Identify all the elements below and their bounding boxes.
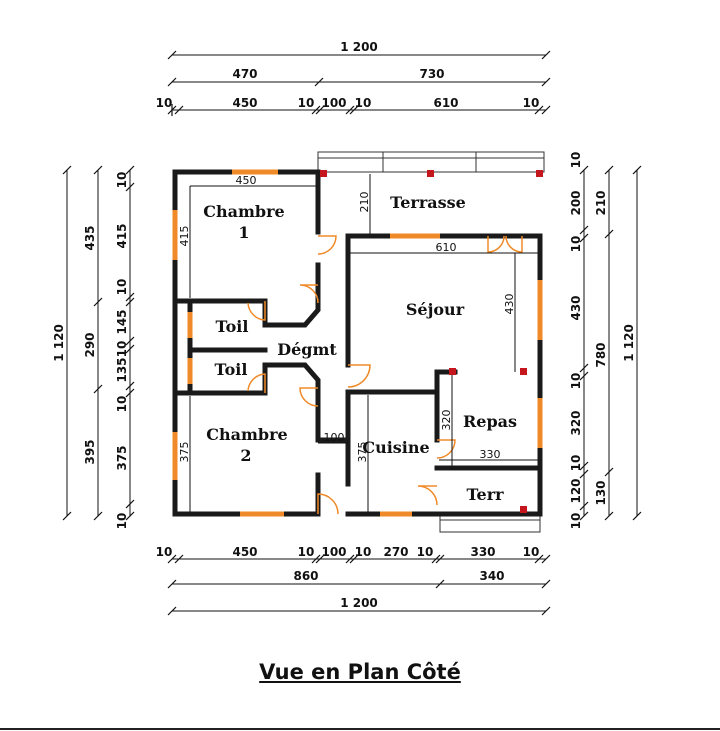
inner-dim-label: 415 [178, 226, 191, 247]
inner-dimensions: 450 415 210 610 430 100 375 375 320 330 [178, 174, 538, 512]
inner-dim-label: 430 [503, 294, 516, 315]
inner-dim-label: 610 [436, 241, 457, 254]
top-detail-label: 610 [433, 96, 458, 110]
bottom-detail-label: 270 [383, 545, 408, 559]
left-part-label: 290 [83, 332, 97, 357]
door-swing [417, 485, 438, 506]
door-swing [317, 235, 337, 255]
column-marker [520, 368, 527, 375]
top-part-label: 470 [232, 67, 257, 81]
column-marker [449, 368, 456, 375]
door-swing [505, 235, 523, 253]
left-detail-label: 10 [115, 341, 129, 358]
room-toil: Toil [216, 317, 249, 336]
inner-dim-label: 210 [358, 192, 371, 213]
inner-dim-label: 330 [480, 448, 501, 461]
right-detail-label: 10 [569, 513, 583, 530]
door-swing [247, 301, 266, 321]
left-total-label: 1 120 [52, 324, 66, 362]
inner-dim-label: 375 [178, 442, 191, 463]
left-detail-label: 10 [115, 172, 129, 189]
right-detail-label: 430 [569, 295, 583, 320]
door-swing [317, 493, 339, 515]
top-detail-label: 10 [355, 96, 372, 110]
plan-title: Vue en Plan Côté [259, 660, 461, 684]
bottom-detail-label: 10 [417, 545, 434, 559]
room-repas: Repas [463, 412, 517, 431]
left-part-label: 395 [83, 439, 97, 464]
column-marker [427, 170, 434, 177]
windows [172, 169, 543, 517]
right-part-label: 780 [594, 342, 608, 367]
room-chambre-1-number: 1 [238, 223, 249, 242]
columns [320, 170, 543, 513]
bottom-rule [0, 728, 720, 730]
right-detail-label: 10 [569, 152, 583, 169]
top-part-label: 730 [419, 67, 444, 81]
top-detail-label: 100 [321, 96, 346, 110]
column-marker [320, 170, 327, 177]
bottom-detail-label: 10 [298, 545, 315, 559]
right-part-label: 210 [594, 190, 608, 215]
room-chambre-2-number: 2 [240, 446, 251, 465]
right-part-label: 130 [594, 480, 608, 505]
left-detail-label: 145 [115, 309, 129, 334]
inner-dim-label: 100 [324, 431, 345, 444]
left-detail-label: 135 [115, 357, 129, 382]
bottom-detail-label: 10 [523, 545, 540, 559]
right-detail-label: 10 [569, 455, 583, 472]
inner-dim-label: 320 [440, 410, 453, 431]
room-sejour: Séjour [406, 300, 465, 319]
room-labels: Chambre 1 Toil Toil Dégmt Chambre 2 Terr… [203, 193, 517, 504]
doors [247, 235, 523, 515]
room-terr: Terr [466, 485, 504, 504]
door-swing [436, 439, 456, 459]
right-detail-label: 320 [569, 410, 583, 435]
top-detail-label: 450 [232, 96, 257, 110]
right-detail-label: 10 [569, 373, 583, 390]
top-detail-label: 10 [156, 96, 173, 110]
bottom-detail-label: 100 [321, 545, 346, 559]
left-part-label: 435 [83, 225, 97, 250]
top-total-label: 1 200 [340, 40, 378, 54]
room-toil: Toil [215, 360, 248, 379]
left-detail-label: 415 [115, 223, 129, 248]
door-swing [299, 387, 319, 407]
door-swing [247, 373, 266, 393]
bottom-detail-label: 10 [355, 545, 372, 559]
room-cuisine: Cuisine [362, 438, 429, 457]
room-chambre-1: Chambre [203, 202, 284, 221]
right-dimensions: 10 200 10 430 10 320 10 120 10 210 780 1… [569, 152, 642, 530]
left-detail-label: 375 [115, 445, 129, 470]
inner-dim-label: 375 [356, 442, 369, 463]
bottom-detail-label: 10 [156, 545, 173, 559]
right-total-label: 1 120 [622, 324, 636, 362]
top-dimensions: 1 200 470 730 10 450 10 100 10 610 10 [156, 40, 551, 116]
top-detail-label: 10 [298, 96, 315, 110]
bottom-part-label: 860 [293, 569, 318, 583]
bottom-total-label: 1 200 [340, 596, 378, 610]
left-detail-label: 10 [115, 396, 129, 413]
door-swing [347, 364, 371, 388]
top-detail-label: 10 [523, 96, 540, 110]
left-dimensions: 1 120 435 290 395 10 415 10 145 10 135 1… [52, 165, 135, 530]
room-degagement: Dégmt [277, 340, 337, 359]
bottom-part-label: 340 [479, 569, 504, 583]
right-detail-label: 200 [569, 190, 583, 215]
column-marker [536, 170, 543, 177]
left-detail-label: 10 [115, 513, 129, 530]
right-detail-label: 10 [569, 236, 583, 253]
right-detail-label: 120 [569, 478, 583, 503]
room-chambre-2: Chambre [206, 425, 287, 444]
bottom-dimensions: 10 450 10 100 10 270 10 330 10 860 340 1… [156, 545, 551, 616]
left-detail-label: 10 [115, 279, 129, 296]
inner-dim-label: 450 [236, 174, 257, 187]
room-terrasse: Terrasse [390, 193, 466, 212]
door-swing [299, 284, 319, 304]
column-marker [520, 506, 527, 513]
door-swing [487, 235, 505, 253]
bottom-detail-label: 330 [470, 545, 495, 559]
bottom-detail-label: 450 [232, 545, 257, 559]
